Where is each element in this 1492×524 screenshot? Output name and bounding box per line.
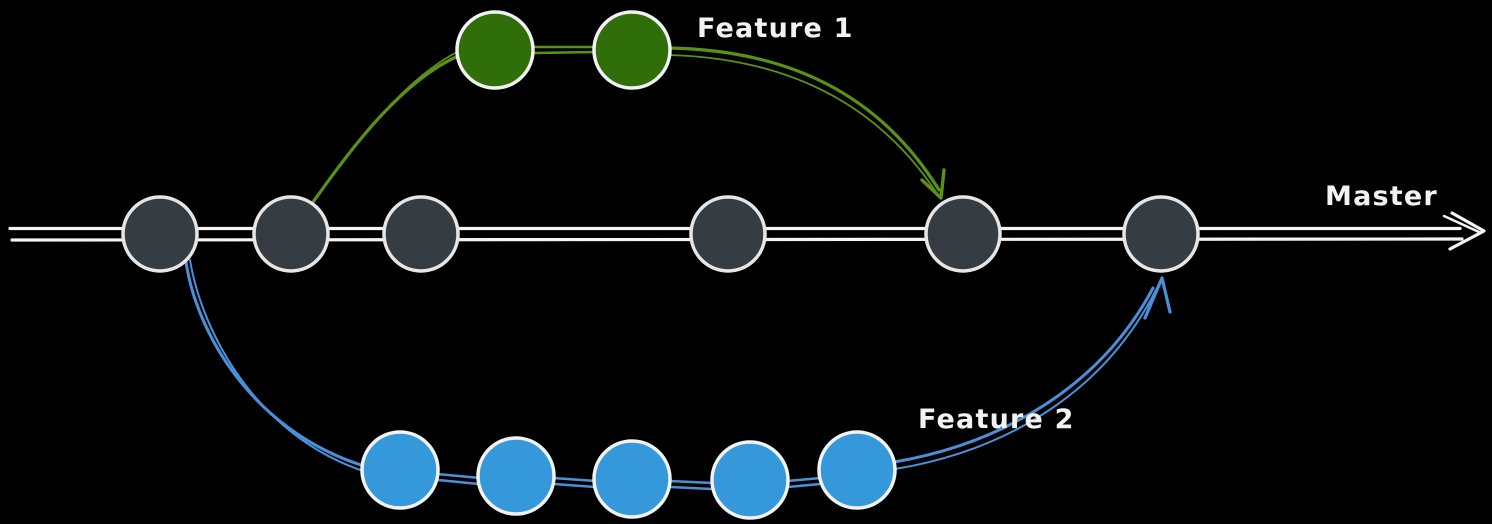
feature2-commit-link-line <box>551 476 598 489</box>
feature1-branch-out-line <box>309 54 460 207</box>
commit-node-master[interactable] <box>689 195 767 273</box>
feature1-merge-line-b <box>667 54 937 193</box>
commit-node-master[interactable] <box>924 195 1002 273</box>
master-arrowhead-icon <box>1448 211 1486 251</box>
branch-label-feature2: Feature 2 <box>918 404 1075 435</box>
feature2-merge-line-b <box>894 285 1159 470</box>
feature1-merge-arrowhead-icon <box>920 168 946 200</box>
feature2-branch-out-line-b <box>189 259 367 473</box>
feature2-commit-link-line <box>435 472 482 486</box>
master-commit-nodes <box>121 195 1200 273</box>
commit-node-feature1[interactable] <box>592 10 672 90</box>
feature1-branch-out-line-b <box>312 50 460 202</box>
feature1-branch-group <box>309 45 946 207</box>
feature2-commit-link-line <box>785 476 823 489</box>
commit-node-master[interactable] <box>252 195 330 273</box>
feature2-branch-out-line <box>184 260 366 468</box>
commit-node-master[interactable] <box>1122 195 1200 273</box>
commit-node-feature2[interactable] <box>476 436 556 516</box>
commit-node-master[interactable] <box>382 195 460 273</box>
master-arrowhead-icon-secondary <box>1442 214 1481 234</box>
commit-node-feature2[interactable] <box>710 440 790 520</box>
feature1-merge-line <box>666 46 941 192</box>
commit-node-feature2[interactable] <box>592 439 672 519</box>
feature1-commit-nodes <box>455 10 672 90</box>
branch-label-feature1: Feature 1 <box>697 13 854 44</box>
feature2-commit-link-line <box>667 479 715 491</box>
commit-node-feature2[interactable] <box>817 430 897 510</box>
feature2-merge-arrowhead-icon <box>1143 276 1172 320</box>
commit-node-feature1[interactable] <box>455 10 535 90</box>
commit-node-master[interactable] <box>121 195 199 273</box>
commit-node-feature2[interactable] <box>360 430 440 510</box>
branch-label-master: Master <box>1325 181 1438 212</box>
feature1-commit-link-line <box>530 45 598 55</box>
feature2-commit-nodes <box>360 430 897 520</box>
feature2-branch-group <box>184 259 1172 491</box>
feature2-merge-line <box>892 286 1155 464</box>
